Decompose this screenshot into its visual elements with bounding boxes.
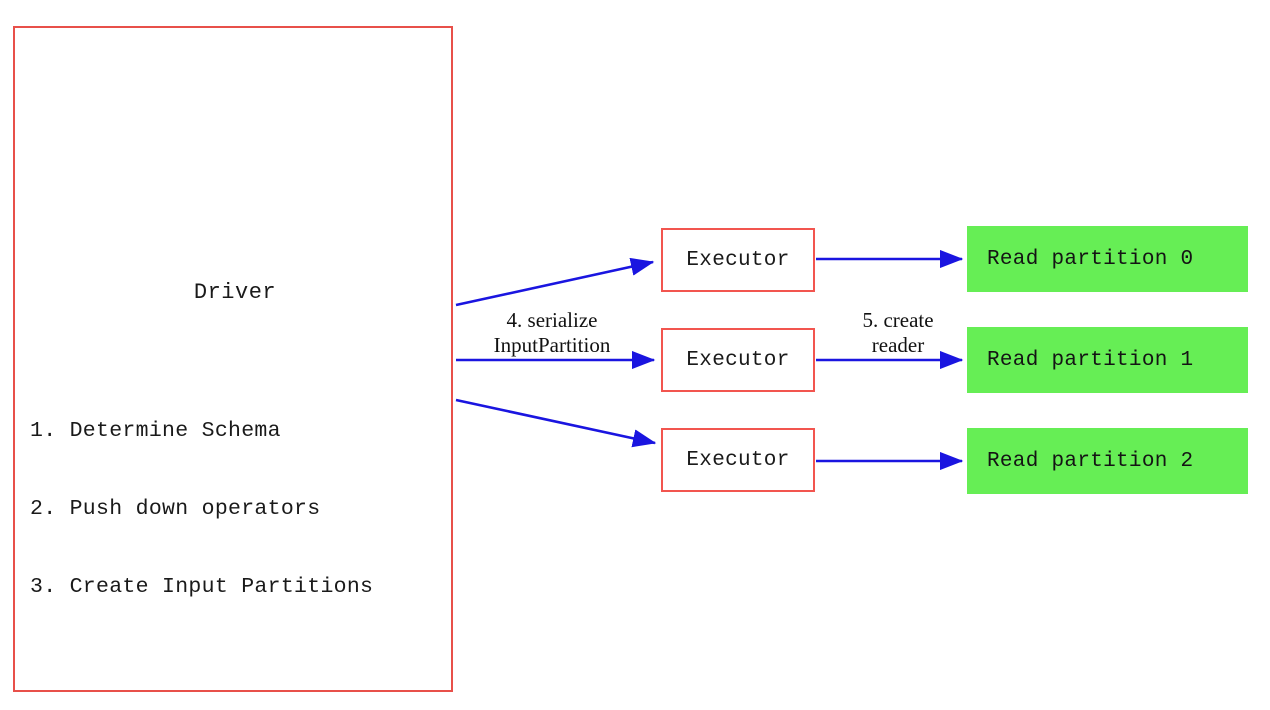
driver-title: Driver <box>193 280 277 305</box>
executor-box-1: Executor <box>661 328 815 392</box>
driver-step-3: 3. Create Input Partitions <box>30 575 374 599</box>
partition-label-0: Read partition 0 <box>987 247 1194 271</box>
arrow-driver-to-executor-0 <box>455 257 655 307</box>
arrow-label-serialize: 4. serialize InputPartition <box>466 308 638 358</box>
partition-label-1: Read partition 1 <box>987 348 1194 372</box>
driver-steps-list: 1. Determine Schema 2. Push down operato… <box>30 366 373 652</box>
arrow-label-create-reader: 5. create reader <box>828 308 968 358</box>
partition-box-2: Read partition 2 <box>967 428 1248 494</box>
executor-label-1: Executor <box>686 348 790 372</box>
executor-label-0: Executor <box>686 248 790 272</box>
arrow-label-serialize-line2: InputPartition <box>493 333 611 357</box>
partition-box-1: Read partition 1 <box>967 327 1248 393</box>
executor-box-0: Executor <box>661 228 815 292</box>
arrow-label-create-line2: reader <box>871 333 925 357</box>
executor-box-2: Executor <box>661 428 815 492</box>
driver-step-1: 1. Determine Schema <box>30 419 281 443</box>
partition-box-0: Read partition 0 <box>967 226 1248 292</box>
arrow-driver-to-executor-2 <box>455 398 657 448</box>
arrow-label-serialize-line1: 4. serialize <box>506 308 598 332</box>
driver-step-2: 2. Push down operators <box>30 497 321 521</box>
partition-label-2: Read partition 2 <box>987 449 1194 473</box>
driver-box: Driver 1. Determine Schema 2. Push down … <box>13 26 453 692</box>
executor-label-2: Executor <box>686 448 790 472</box>
arrow-label-create-line1: 5. create <box>862 308 934 332</box>
